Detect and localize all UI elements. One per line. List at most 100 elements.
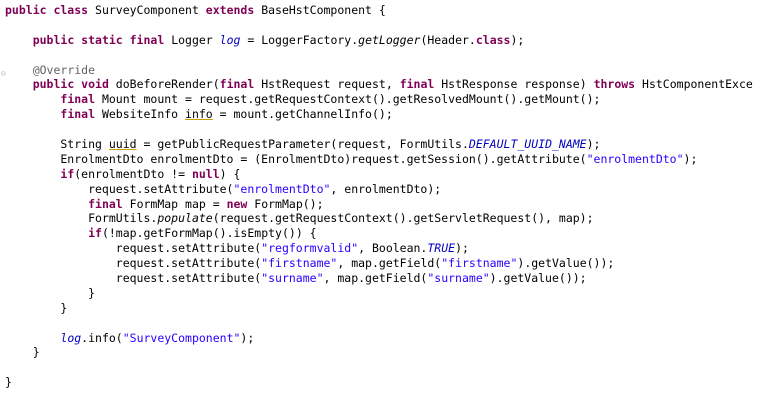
code-token: ) { [219, 166, 241, 181]
code-token: @Override [32, 62, 96, 77]
code-line[interactable]: log.info("SurveyComponent"); [5, 331, 753, 346]
code-line[interactable]: String uuid = getPublicRequestParameter(… [5, 137, 753, 152]
code-line[interactable]: final Mount mount = request.getRequestCo… [5, 92, 753, 107]
code-token: public static final [32, 32, 165, 47]
code-token [5, 197, 88, 211]
code-token [5, 226, 88, 240]
code-token: class [475, 32, 511, 47]
code-token: ).getValue()); [517, 256, 615, 271]
code-token: request.setAttribute( [5, 271, 262, 286]
code-token: } [5, 345, 40, 360]
code-token [5, 167, 60, 181]
code-token [5, 331, 60, 345]
code-line[interactable]: } [5, 301, 753, 316]
code-token: if [88, 226, 102, 241]
code-token: "surname" [261, 271, 324, 286]
code-line[interactable] [5, 48, 753, 63]
code-token: DEFAULT_UUID_NAME [468, 137, 587, 152]
code-token: log [60, 330, 82, 345]
code-token: TRUE [427, 241, 456, 256]
code-line[interactable] [5, 18, 753, 33]
code-token: "surname" [427, 271, 490, 286]
code-line[interactable]: public void doBeforeRender(final HstRequ… [5, 77, 753, 92]
code-token: , map.getField( [337, 256, 442, 271]
code-line[interactable]: } [5, 345, 753, 360]
code-line[interactable]: } [5, 375, 753, 390]
code-token: (enrolmentDto != [74, 166, 192, 181]
code-token [5, 63, 33, 77]
code-token: ); [240, 330, 255, 345]
code-token: "enrolmentDto" [233, 181, 331, 196]
code-token [5, 92, 60, 106]
code-token: FormMap map = [122, 196, 227, 211]
code-token: } [5, 375, 12, 390]
code-token: HstResponse response) [434, 77, 594, 92]
code-token: public void [32, 77, 109, 92]
code-line[interactable]: FormUtils.populate(request.getRequestCon… [5, 211, 753, 226]
code-token: final [219, 77, 255, 92]
code-token: request.setAttribute( [5, 256, 262, 271]
code-line[interactable]: } [5, 286, 753, 301]
code-line[interactable]: @Override [5, 63, 753, 78]
code-token: final [60, 92, 96, 107]
code-token: null [191, 166, 220, 181]
code-line[interactable] [5, 122, 753, 137]
code-token: if [60, 166, 75, 181]
code-token: (!map.getFormMap().isEmpty()) { [101, 226, 317, 241]
code-token: request.setAttribute( [5, 241, 262, 256]
code-token: uuid [108, 137, 137, 152]
code-line[interactable]: request.setAttribute("surname", map.getF… [5, 271, 753, 286]
code-line[interactable]: if(enrolmentDto != null) { [5, 167, 753, 182]
code-token: final [60, 107, 96, 122]
code-line[interactable] [5, 360, 753, 375]
code-token: = getPublicRequestParameter(request, For… [136, 137, 469, 152]
code-line[interactable]: final WebsiteInfo info = mount.getChanne… [5, 107, 753, 122]
code-token: ); [683, 151, 698, 166]
fold-marker-icon[interactable]: ⊝ [1, 69, 6, 78]
code-line[interactable]: public class SurveyComponent extends Bas… [5, 3, 753, 18]
code-token: HstComponentExce [635, 77, 753, 92]
code-token: WebsiteInfo [95, 107, 186, 122]
code-line[interactable]: request.setAttribute("firstname", map.ge… [5, 256, 753, 271]
code-token: EnrolmentDto enrolmentDto = (EnrolmentDt… [5, 151, 587, 166]
code-token: info [185, 107, 213, 122]
code-token: final [88, 196, 123, 211]
code-token: "firstname" [261, 256, 338, 271]
code-line[interactable]: if(!map.getFormMap().isEmpty()) { [5, 226, 753, 241]
code-token: , map.getField( [323, 271, 428, 286]
code-line[interactable]: request.setAttribute("regformvalid", Boo… [5, 241, 753, 256]
code-token: populate [157, 211, 213, 226]
code-token [5, 77, 33, 91]
code-token: ); [455, 241, 469, 256]
code-token: (Header. [420, 32, 476, 47]
code-token: .info( [81, 330, 123, 345]
code-token: = LoggerFactory. [240, 32, 359, 47]
code-token: log [219, 32, 241, 47]
code-token: "firstname" [441, 256, 518, 271]
code-text[interactable]: public class SurveyComponent extends Bas… [5, 3, 753, 390]
code-token: HstRequest request, [254, 77, 400, 92]
code-token: SurveyComponent [88, 3, 206, 17]
code-token: , Boolean. [358, 241, 428, 256]
code-token: "regformvalid" [261, 241, 359, 256]
code-token: (request.getRequestContext().getServletR… [212, 211, 594, 226]
code-token: ).getValue()); [489, 271, 587, 286]
code-token: ); [510, 32, 525, 47]
code-line[interactable] [5, 316, 753, 331]
code-line[interactable]: public static final Logger log = LoggerF… [5, 33, 753, 48]
code-line[interactable]: request.setAttribute("enrolmentDto", enr… [5, 182, 753, 197]
code-line[interactable]: final FormMap map = new FormMap(); [5, 197, 753, 212]
code-token: request.setAttribute( [5, 181, 234, 196]
code-token: "SurveyComponent" [122, 330, 241, 345]
code-token [5, 33, 33, 47]
code-token: } [5, 285, 96, 300]
code-token: Logger [164, 32, 220, 47]
code-token: ); [586, 137, 601, 152]
code-token: getLogger [358, 32, 421, 47]
code-token: doBeforeRender( [108, 77, 220, 92]
code-line[interactable]: EnrolmentDto enrolmentDto = (EnrolmentDt… [5, 152, 753, 167]
code-token: Mount mount = request.getRequestContext(… [95, 92, 601, 107]
code-token: BaseHstComponent { [254, 3, 386, 17]
code-token: String [5, 137, 109, 152]
